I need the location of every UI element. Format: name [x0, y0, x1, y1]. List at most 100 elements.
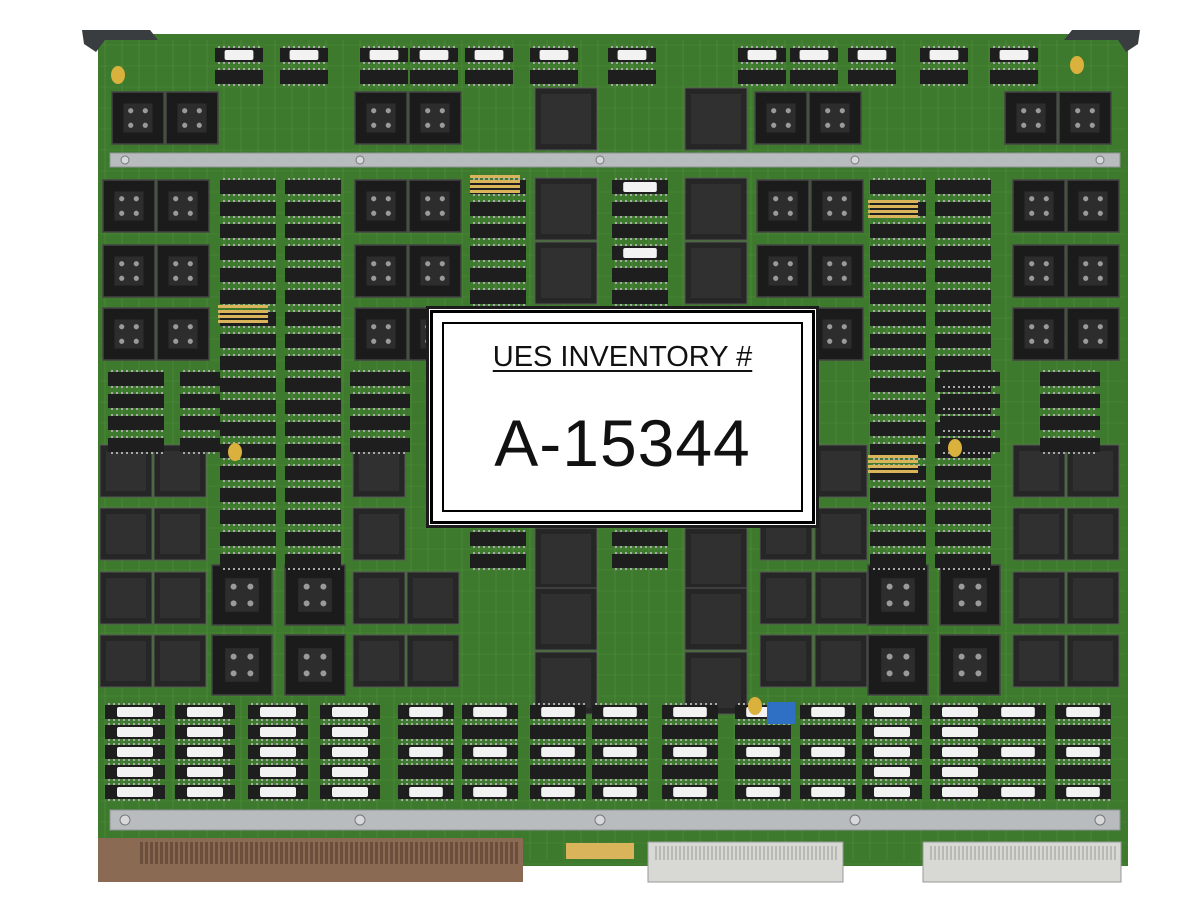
chip-pin [328, 376, 330, 378]
dip-chip [612, 532, 668, 546]
chip-pin [515, 759, 517, 761]
chip-pin [353, 370, 355, 372]
chip-pin [875, 759, 877, 761]
chip-pin [888, 458, 890, 460]
chip-pin [968, 739, 970, 741]
chip-pin [303, 266, 305, 268]
chip-pin [758, 723, 760, 725]
chip-pin [228, 288, 230, 290]
chip-pin [958, 332, 960, 334]
chip-pin [933, 719, 935, 721]
chip-pin [1048, 436, 1050, 438]
chip-pin [156, 436, 158, 438]
chip-pin [223, 326, 225, 328]
socket-hole [385, 275, 391, 281]
chip-pin [378, 370, 380, 372]
edge-connector-mid [647, 841, 844, 883]
chip-pin [223, 354, 225, 356]
chip-pin [888, 414, 890, 416]
chip-pin [1103, 743, 1105, 745]
socket-hole [371, 261, 377, 267]
chip-pin [583, 703, 585, 705]
chip-pin [243, 194, 245, 196]
socket-hole [975, 583, 982, 590]
chip-pin [273, 310, 275, 312]
chip-pin [743, 779, 745, 781]
connector-pin [950, 846, 952, 860]
chip-pin [898, 398, 900, 400]
chip-top [691, 248, 741, 298]
chip-pin [293, 480, 295, 482]
chip-pin [490, 779, 492, 781]
rail-screw [850, 155, 860, 165]
socket-hole [439, 261, 445, 267]
chip-pin [338, 414, 340, 416]
chip-pin [743, 763, 745, 765]
chip-pin [318, 414, 320, 416]
dip-chip [530, 70, 578, 84]
chip-pin [1078, 436, 1080, 438]
chip-pin [328, 703, 330, 705]
chip-pin [188, 703, 190, 705]
chip-pin [978, 723, 980, 725]
chip-pin [318, 178, 320, 180]
chip-pin [823, 739, 825, 741]
chip-pin [968, 200, 970, 202]
chip-pin [108, 779, 110, 781]
chip-pin [421, 703, 423, 705]
chip-pin [188, 436, 190, 438]
chip-pin [813, 743, 815, 745]
chip-pin [258, 244, 260, 246]
chip-pin [563, 743, 565, 745]
dip-chip [935, 334, 991, 348]
chip-pin [233, 332, 235, 334]
chip-pin [578, 739, 580, 741]
chip-pin [1023, 84, 1025, 86]
chip-pin [595, 763, 597, 765]
chip-pin [843, 763, 845, 765]
chip-pin [903, 436, 905, 438]
chip-pin [263, 370, 265, 372]
chip-pin [268, 486, 270, 488]
chip-pin [948, 348, 950, 350]
chip-pin [578, 743, 580, 745]
chip-pin [328, 530, 330, 532]
chip-pin [248, 458, 250, 460]
chip-pin [146, 436, 148, 438]
chip-pin [298, 524, 300, 526]
connector-pin [735, 846, 737, 860]
chip-pin [876, 46, 878, 48]
socket-hole [371, 210, 377, 216]
chip-pin [873, 244, 875, 246]
chip-pin [918, 238, 920, 240]
chip-pin [640, 288, 642, 290]
chip-top [106, 451, 146, 491]
chip-pin [923, 84, 925, 86]
chip-pin [138, 763, 140, 765]
chip-pin [1093, 414, 1095, 416]
chip-pin [903, 178, 905, 180]
chip-pin [1033, 779, 1035, 781]
chip-pin [1048, 452, 1050, 454]
chip-pin [508, 178, 510, 180]
chip-pin [640, 719, 642, 721]
chip-pin [523, 200, 525, 202]
chip-pin [983, 244, 985, 246]
chip-pin [828, 68, 830, 70]
chip-pin [938, 739, 940, 741]
chip-pin [993, 386, 995, 388]
chip-pin [208, 436, 210, 438]
chip-pin [248, 502, 250, 504]
chip-pin [333, 763, 335, 765]
eprom-label [1066, 707, 1100, 717]
chip-pin [813, 46, 815, 48]
chip-pin [388, 392, 390, 394]
chip-pin [323, 304, 325, 306]
chip-pin [253, 414, 255, 416]
chip-pin [403, 414, 405, 416]
chip-pin [323, 546, 325, 548]
chip-pin [630, 288, 632, 290]
chip-pin [238, 332, 240, 334]
chip-pin [640, 260, 642, 262]
chip-pin [778, 743, 780, 745]
